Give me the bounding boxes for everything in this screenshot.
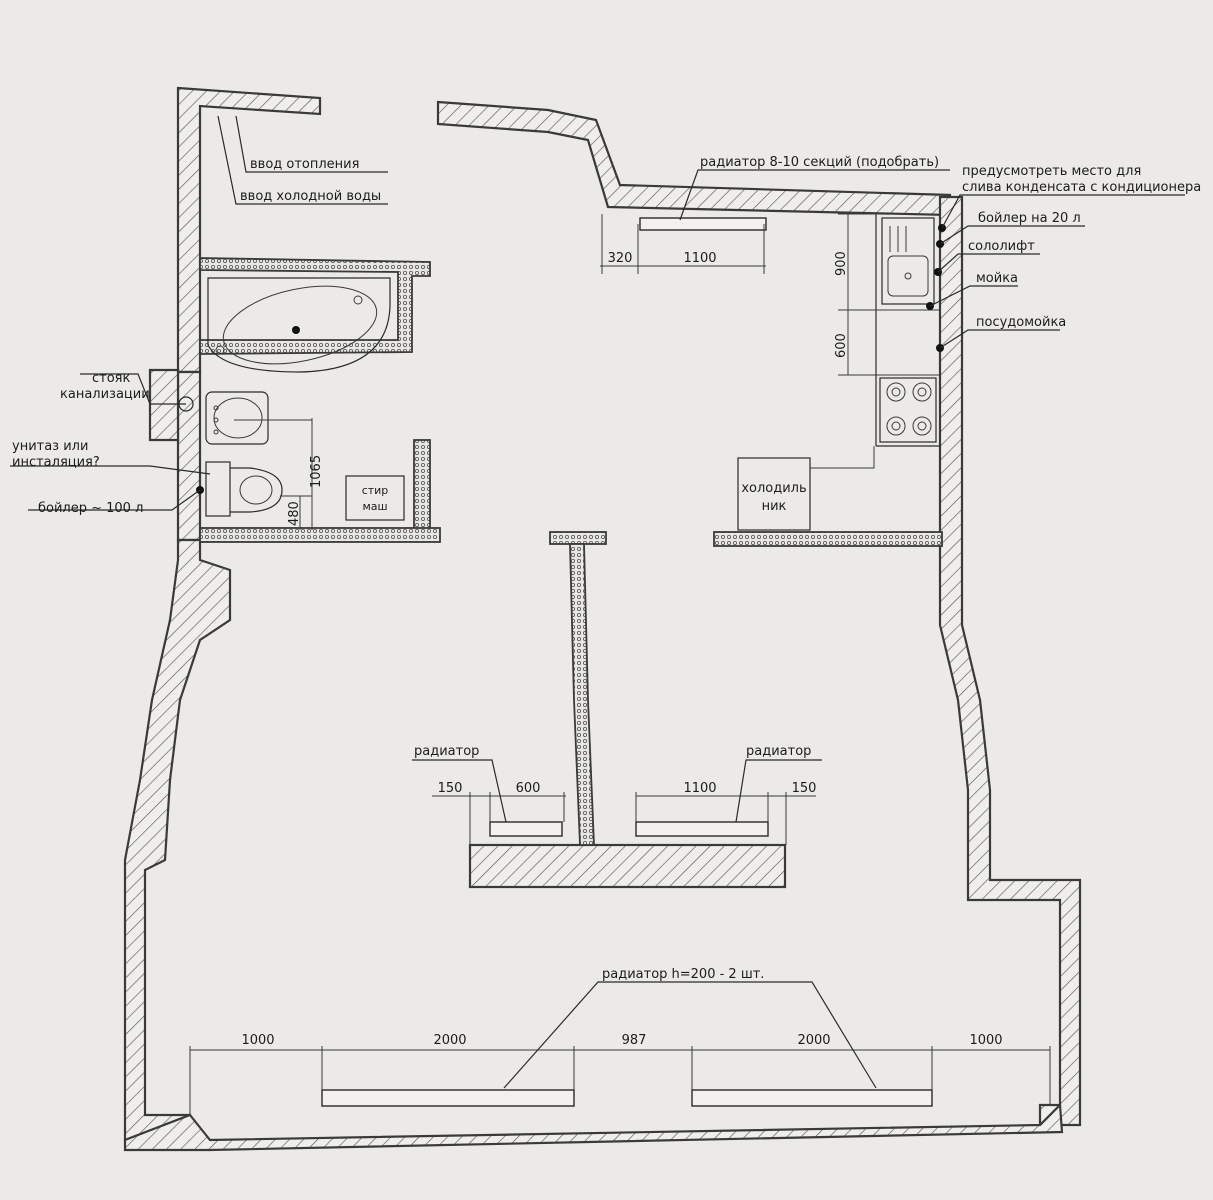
dim-900: 900 <box>834 251 849 276</box>
fridge-label-2: ник <box>762 499 787 514</box>
wall-riser-niche <box>148 368 180 442</box>
label-sink: мойка <box>976 271 1018 286</box>
bathtub <box>207 277 391 373</box>
cooktop <box>879 377 937 443</box>
partitions <box>199 257 943 846</box>
label-radiator-top: радиатор 8-10 секций (подобрать) <box>700 155 939 170</box>
washing-machine: стир маш <box>345 475 405 521</box>
partition-bath-right <box>413 439 431 531</box>
washer-label-1: стир <box>362 484 389 497</box>
kitchen-fixtures: холодиль ник 900 600 <box>737 213 946 531</box>
partition-center <box>569 543 595 846</box>
partition-bath-top <box>199 257 431 355</box>
label-sololift: сололифт <box>968 239 1035 254</box>
label-heating-inlet: ввод отопления <box>250 157 359 172</box>
label-cold-water-inlet: ввод холодной воды <box>240 189 381 204</box>
washer-label-2: маш <box>362 500 387 513</box>
bathroom-fixtures: стир маш 1065 480 <box>178 277 405 530</box>
dim-bottom-1000-left: 1000 <box>241 1033 274 1048</box>
label-toilet-1: унитаз или <box>12 439 88 454</box>
label-condensate-2: слива конденсата с кондиционера <box>962 180 1201 195</box>
toilet <box>205 461 283 517</box>
leader-lines <box>10 115 1185 1089</box>
wall-center-block <box>468 843 787 889</box>
radiator-bottom-left <box>321 1089 575 1107</box>
dim-1100-top: 1100 <box>683 251 716 266</box>
wall-bottom <box>123 1102 1064 1152</box>
dim-bottom-987: 987 <box>622 1033 647 1048</box>
radiator-bottom-right <box>691 1089 933 1107</box>
radiator-mid-right <box>635 821 769 837</box>
washbasin <box>205 391 312 445</box>
label-radiator-mid-right: радиатор <box>746 744 811 759</box>
radiator-mid-left <box>489 821 563 837</box>
wall-right <box>938 195 1082 1127</box>
dim-1065: 1065 <box>309 455 324 488</box>
radiators <box>321 217 933 1107</box>
dim-600-left: 600 <box>516 781 541 796</box>
partition-bath-bottom <box>199 527 441 543</box>
dim-150-left: 150 <box>438 781 463 796</box>
label-dishwasher: посудомойка <box>976 315 1066 330</box>
outer-walls <box>123 86 1082 1152</box>
dim-bottom-1000-right: 1000 <box>969 1033 1002 1048</box>
label-sewer-riser-1: стояк <box>92 371 130 386</box>
label-sewer-riser-2: канализации <box>60 387 150 402</box>
label-toilet-2: инсталяция? <box>12 455 100 470</box>
labels: ввод отопления ввод холодной воды радиат… <box>12 155 1201 982</box>
dim-320: 320 <box>608 251 633 266</box>
dim-bottom-2000-left: 2000 <box>433 1033 466 1048</box>
dim-480: 480 <box>287 501 302 526</box>
dimension-lines: 320 1100 150 600 1100 150 1000 2000 987 … <box>189 214 1051 1115</box>
partition-kitchen-bottom <box>713 531 943 547</box>
label-boiler-100: бойлер ~ 100 л <box>38 501 143 516</box>
partition-center-top <box>549 531 607 545</box>
label-boiler-20: бойлер на 20 л <box>978 211 1081 226</box>
label-radiator-mid-left: радиатор <box>414 744 479 759</box>
fridge-label-1: холодиль <box>741 481 806 496</box>
wall-left-curve <box>123 538 232 1142</box>
label-condensate-1: предусмотреть место для <box>962 164 1141 179</box>
fridge: холодиль ник <box>737 446 875 531</box>
dim-600: 600 <box>834 333 849 358</box>
kitchen-sink <box>881 217 935 305</box>
radiator-top <box>639 217 767 231</box>
label-radiator-bottom: радиатор h=200 - 2 шт. <box>602 967 764 982</box>
dim-150-right: 150 <box>792 781 817 796</box>
dim-bottom-2000-right: 2000 <box>797 1033 830 1048</box>
dim-1100-right: 1100 <box>683 781 716 796</box>
